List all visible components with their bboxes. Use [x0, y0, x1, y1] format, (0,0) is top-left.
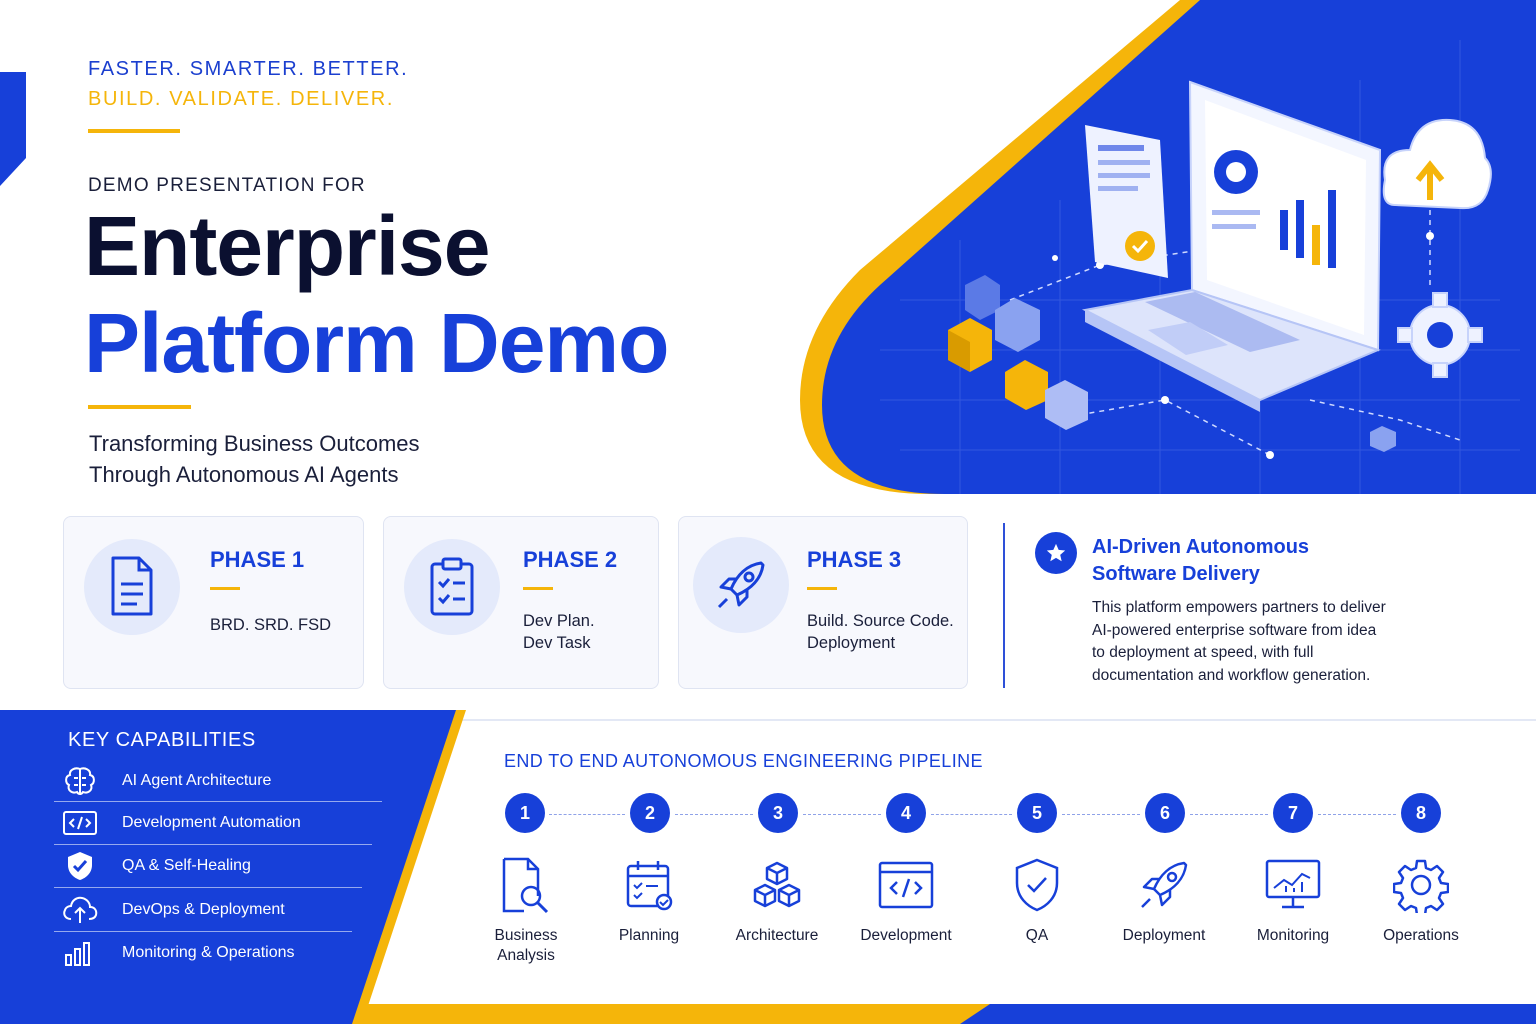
step-number: 1	[505, 793, 545, 833]
accent-divider	[210, 587, 240, 590]
page-title-line-2: Platform Demo	[84, 296, 669, 390]
rocket-icon	[1129, 850, 1199, 920]
monitor-chart-icon	[1258, 850, 1328, 920]
ai-panel-body-line: to deployment at speed, with full	[1092, 644, 1314, 661]
shield-check-icon	[1002, 850, 1072, 920]
bar-chart-icon	[54, 939, 106, 967]
star-icon	[1035, 532, 1077, 574]
accent-divider	[807, 587, 837, 590]
step-label: QA	[1025, 927, 1049, 944]
capability-divider	[54, 801, 382, 802]
step-label: Deployment	[1122, 927, 1206, 944]
capability-item: QA & Self-Healing	[54, 844, 251, 887]
step-label: Monitoring	[1256, 927, 1330, 944]
bottom-band-background	[0, 700, 1536, 1024]
step-connector	[931, 814, 1012, 815]
step-number: 5	[1017, 793, 1057, 833]
vertical-divider	[1003, 523, 1005, 688]
calendar-check-icon	[614, 850, 684, 920]
code-window-icon	[54, 810, 106, 836]
capability-label: Development Automation	[122, 813, 301, 831]
subtitle-line-2: Through Autonomous AI Agents	[89, 462, 399, 487]
step-connector	[549, 814, 625, 815]
phase-title: PHASE 2	[523, 547, 618, 572]
accent-divider	[88, 405, 191, 409]
capability-label: Monitoring & Operations	[122, 943, 295, 961]
ai-panel-body-line: AI-powered enterprise software from idea	[1092, 621, 1377, 639]
step-label-line: Analysis	[497, 947, 555, 964]
rocket-icon	[693, 537, 789, 633]
capabilities-title: KEY CAPABILITIES	[68, 729, 256, 751]
eyebrow-label: DEMO PRESENTATION FOR	[88, 175, 366, 196]
cubes-icon	[742, 850, 812, 920]
phase-description: Deployment	[807, 634, 896, 652]
tagline-secondary: BUILD. VALIDATE. DELIVER.	[88, 88, 395, 110]
document-search-icon	[490, 850, 560, 920]
phase-card-1: PHASE 1 BRD. SRD. FSD	[63, 516, 364, 689]
capability-item: DevOps & Deployment	[54, 888, 285, 931]
accent-divider	[523, 587, 553, 590]
phase-description: Dev Plan.	[523, 612, 595, 630]
capability-divider	[54, 844, 372, 845]
step-label: Business Analysis	[466, 926, 586, 966]
document-icon	[84, 539, 180, 635]
step-connector	[1062, 814, 1140, 815]
cloud-upload-icon	[54, 895, 106, 925]
phase-description: Dev Task	[523, 634, 591, 652]
capability-divider	[54, 887, 362, 888]
tagline-primary: FASTER. SMARTER. BETTER.	[88, 58, 409, 80]
step-connector	[1318, 814, 1396, 815]
ai-panel-title-line: AI-Driven Autonomous	[1092, 536, 1310, 558]
capability-item: Development Automation	[54, 801, 301, 844]
pipeline-title: END TO END AUTONOMOUS ENGINEERING PIPELI…	[504, 751, 983, 771]
step-number: 7	[1273, 793, 1313, 833]
capability-label: DevOps & Deployment	[122, 900, 285, 918]
ai-panel-body-line: documentation and workflow generation.	[1092, 666, 1371, 684]
ai-panel-title: AI-Driven Autonomous Software Delivery	[1092, 534, 1392, 588]
step-label: Development	[860, 927, 952, 944]
page-title-line-1: Enterprise	[84, 199, 490, 293]
step-label-line: Business	[494, 927, 558, 944]
phase-title: PHASE 3	[807, 547, 902, 572]
step-number: 2	[630, 793, 670, 833]
capability-label: QA & Self-Healing	[122, 856, 251, 874]
phase-description: BRD. SRD. FSD	[210, 616, 332, 634]
step-label: Architecture	[735, 927, 819, 944]
capability-item: AI Agent Architecture	[54, 759, 271, 802]
gear-icon	[1386, 850, 1456, 920]
step-number: 4	[886, 793, 926, 833]
step-number: 6	[1145, 793, 1185, 833]
step-connector	[1190, 814, 1268, 815]
shield-check-icon	[54, 850, 106, 882]
step-number: 3	[758, 793, 798, 833]
ai-panel-body: This platform empowers partners to deliv…	[1092, 597, 1432, 687]
step-connector	[675, 814, 753, 815]
step-number: 8	[1401, 793, 1441, 833]
capability-item: Monitoring & Operations	[54, 931, 295, 974]
code-window-icon	[871, 850, 941, 920]
ai-panel-title-line: Software Delivery	[1092, 563, 1260, 585]
phase-card-2: PHASE 2 Dev Plan. Dev Task	[383, 516, 659, 689]
capability-label: AI Agent Architecture	[122, 771, 272, 789]
step-connector	[803, 814, 881, 815]
subtitle-line-1: Transforming Business Outcomes	[89, 431, 420, 456]
accent-divider	[88, 129, 180, 133]
clipboard-checklist-icon	[404, 539, 500, 635]
brain-icon	[54, 766, 106, 796]
capability-divider	[54, 931, 352, 932]
ai-panel-body-line: This platform empowers partners to deliv…	[1092, 599, 1386, 616]
phase-description: Build. Source Code.	[807, 612, 954, 630]
step-label: Operations	[1383, 927, 1459, 944]
phase-title: PHASE 1	[210, 547, 305, 572]
phase-card-3: PHASE 3 Build. Source Code. Deployment	[678, 516, 968, 689]
step-label: Planning	[618, 927, 680, 944]
